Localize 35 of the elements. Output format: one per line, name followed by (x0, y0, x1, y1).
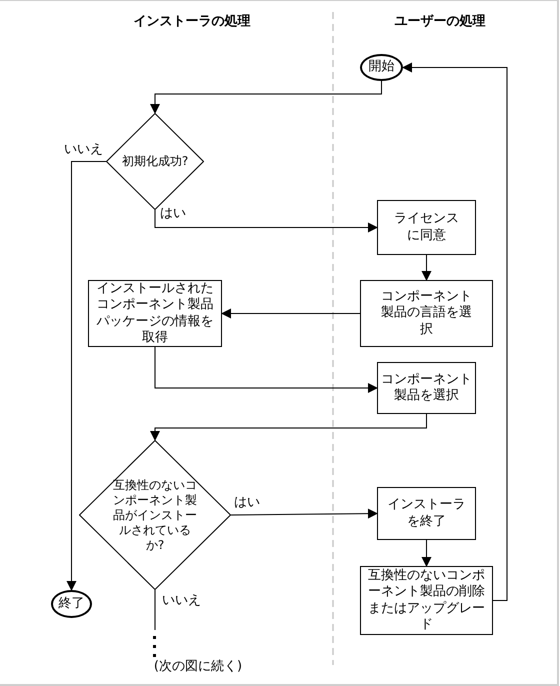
node-text: ライセンスに同意 (393, 211, 460, 244)
node-text: 開始 (368, 59, 394, 76)
node-text: コンポーネント製品を選択 (380, 372, 473, 404)
arrow (154, 346, 378, 393)
arrow (66, 161, 106, 591)
arrow (221, 308, 360, 318)
process-box (377, 200, 476, 255)
arrow (422, 540, 432, 567)
edge-label: いいえ (162, 594, 201, 607)
edge-label: はい (160, 207, 186, 220)
process-box (377, 487, 476, 540)
node-text: コンポーネント製品の言語を選択 (380, 289, 473, 338)
arrow (150, 414, 427, 441)
process-box (377, 362, 476, 414)
edge-label: いいえ (64, 143, 103, 156)
node-text: 互換性のないコンポーネント製品の削除またはアップグレード (367, 568, 486, 633)
arrow (422, 254, 432, 281)
arrow (154, 210, 378, 232)
lane-heading: インストーラの処理 (134, 15, 250, 28)
terminal-oval (360, 54, 403, 81)
arrow (150, 80, 382, 114)
node-text: 互換性のないコンポーネント製品がインストールされているか? (112, 478, 198, 552)
terminal-oval (51, 590, 92, 618)
node-text: 初期化成功? (122, 154, 188, 169)
node-text: インストールされたコンポーネント製品パッケージの情報を取得 (96, 281, 214, 346)
decision-diamond (79, 440, 231, 590)
continuation-note: (次の図に続く) (154, 660, 242, 673)
arrow (230, 508, 378, 519)
node-text: 終了 (58, 596, 84, 612)
edge-label: はい (234, 496, 260, 509)
arrow (402, 62, 508, 601)
process-box (360, 280, 493, 347)
node-text: インストーラを終了 (386, 497, 466, 530)
lane-heading: ユーザーの処理 (394, 15, 486, 28)
process-box (360, 566, 493, 635)
